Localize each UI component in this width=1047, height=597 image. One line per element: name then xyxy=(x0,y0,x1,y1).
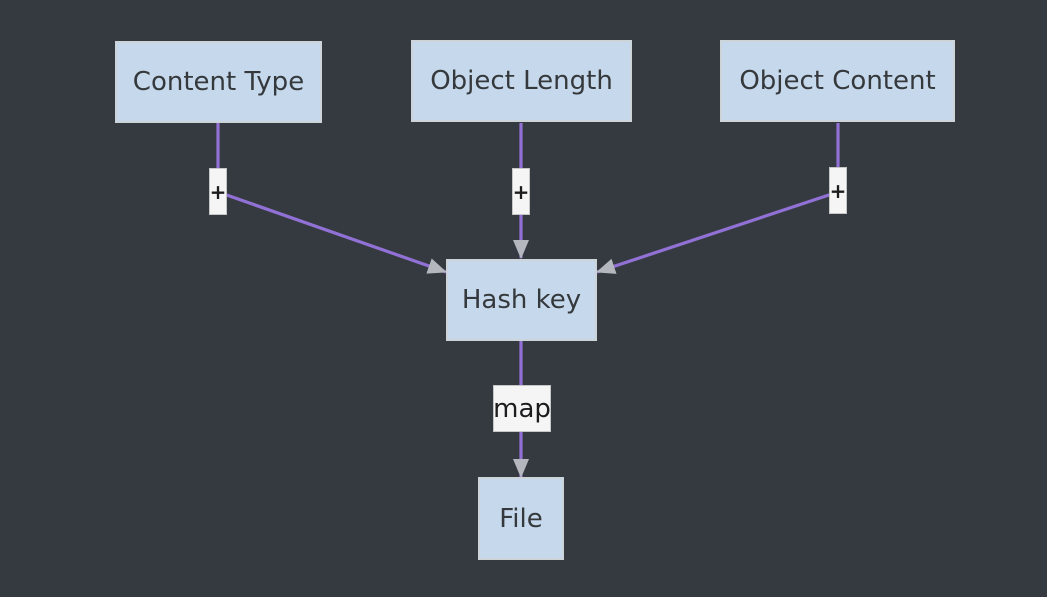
node-file-label: File xyxy=(499,503,543,534)
edge-object-content-to-hash-key xyxy=(596,123,840,274)
edge-label-plus-right: + xyxy=(829,167,847,214)
edge-label-plus-middle: + xyxy=(512,168,530,215)
node-object-length: Object Length xyxy=(411,40,632,122)
node-object-length-label: Object Length xyxy=(430,66,613,96)
node-content-type: Content Type xyxy=(115,41,322,123)
edge-content-type-to-hash-key xyxy=(216,123,447,274)
node-hash-key: Hash key xyxy=(446,259,597,341)
node-object-content-label: Object Content xyxy=(739,66,936,96)
node-content-type-label: Content Type xyxy=(132,67,305,97)
node-file: File xyxy=(478,477,564,560)
node-object-content: Object Content xyxy=(720,40,955,122)
node-hash-key-label: Hash key xyxy=(461,285,582,315)
edge-label-plus-left: + xyxy=(209,168,227,215)
edge-label-map: map xyxy=(493,385,551,432)
